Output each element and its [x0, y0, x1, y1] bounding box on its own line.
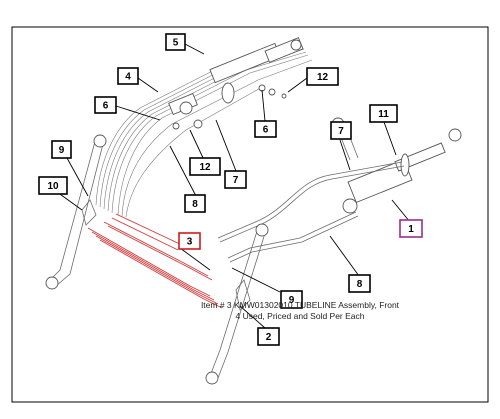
- svg-text:6: 6: [103, 101, 109, 112]
- svg-text:6: 6: [263, 125, 269, 136]
- callout-1: 1: [399, 219, 423, 238]
- callout-5: 5: [165, 33, 186, 51]
- svg-text:2: 2: [266, 332, 272, 343]
- callout-10: 10: [38, 176, 68, 195]
- svg-text:11: 11: [378, 109, 389, 120]
- callout-12-top: 12: [306, 67, 339, 86]
- callout-4: 4: [117, 67, 139, 85]
- svg-text:7: 7: [233, 175, 239, 186]
- svg-text:3: 3: [187, 237, 193, 248]
- leader-lines: [56, 43, 411, 329]
- callout-6-left: 6: [94, 96, 117, 114]
- svg-text:9: 9: [59, 145, 65, 156]
- item-description-note: Item # 3 KMW01302010 TUBELINE Assembly, …: [180, 300, 420, 322]
- cross-tubes: [217, 161, 405, 263]
- callout-7-right: 7: [330, 121, 352, 140]
- callout-6-right: 6: [254, 120, 277, 138]
- callout-7-mid: 7: [224, 170, 247, 189]
- svg-text:1: 1: [408, 224, 414, 235]
- item-note-line-1: Item # 3 KMW01302010 TUBELINE Assembly, …: [200, 300, 400, 310]
- upper-hose-bundle: [95, 39, 313, 218]
- callout-9-bottom: 9: [280, 290, 303, 309]
- callout-11: 11: [369, 104, 398, 123]
- left-loader-arm: [45, 134, 107, 290]
- svg-text:5: 5: [173, 38, 179, 49]
- diagram-frame: [11, 26, 489, 403]
- lower-loader-arm: [205, 223, 269, 385]
- right-cylinder-assembly: [331, 117, 462, 214]
- svg-text:8: 8: [192, 199, 198, 210]
- svg-text:12: 12: [317, 72, 329, 83]
- callouts: 5 4 12 6 6 7 11 9: [38, 33, 423, 346]
- red-tubeline-assembly: [87, 213, 223, 309]
- svg-text:7: 7: [338, 126, 344, 137]
- callout-8-mid: 8: [184, 194, 206, 213]
- item-note-line-2: 4 Used, Priced and Sold Per Each: [235, 311, 365, 321]
- svg-text:12: 12: [199, 162, 211, 173]
- callout-9-left: 9: [51, 140, 72, 159]
- callout-2: 2: [257, 327, 280, 346]
- callout-8-right: 8: [348, 274, 371, 293]
- callout-3: 3: [178, 232, 201, 250]
- svg-text:8: 8: [357, 279, 363, 290]
- svg-text:10: 10: [47, 181, 59, 192]
- svg-text:4: 4: [125, 72, 131, 83]
- upper-cylinder-group: [168, 37, 304, 130]
- callout-12-mid: 12: [189, 157, 221, 176]
- svg-text:9: 9: [289, 295, 295, 306]
